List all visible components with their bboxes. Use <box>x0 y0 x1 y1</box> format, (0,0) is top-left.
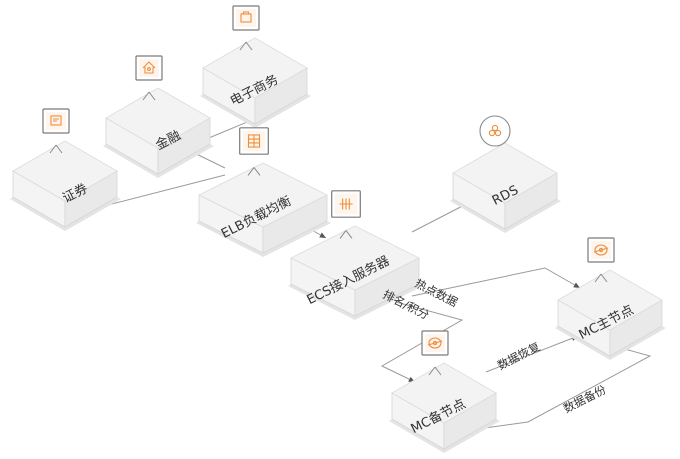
node-securities: 证券 <box>10 108 121 231</box>
box-top-face <box>452 142 558 204</box>
edge-mc-backup-restore-master <box>485 335 579 373</box>
shopping-bag-icon <box>232 5 260 51</box>
box-top-face <box>198 162 328 228</box>
database-circles-icon <box>479 115 511 147</box>
box-top-face <box>105 87 211 149</box>
grid-panel-icon <box>239 127 269 176</box>
box-top-face <box>290 225 420 291</box>
house-icon <box>135 55 163 101</box>
node-rds: RDS <box>450 115 561 233</box>
node-mc-master: MC主节点 <box>555 237 666 360</box>
node-finance: 金融 <box>103 55 214 178</box>
edge-ecs-to-mc-master <box>411 267 581 297</box>
edge-label-data-backup: 数据备份 <box>561 382 609 416</box>
edge-label-data-restore: 数据恢复 <box>495 339 543 373</box>
node-elb: ELB负载均衡 <box>196 127 331 257</box>
node-icon <box>421 330 449 376</box>
edge-mc-master-backup-backup <box>469 345 652 432</box>
document-icon <box>42 108 70 154</box>
box-top-face <box>391 362 497 424</box>
box-top-face <box>202 37 308 99</box>
server-bars-icon <box>331 190 361 239</box>
box-top-face <box>12 140 118 202</box>
node-ecommerce: 电子商务 <box>200 5 311 128</box>
node-icon <box>587 237 615 283</box>
box-top-face <box>557 269 663 331</box>
node-ecs: ECS接入服务器 <box>288 190 423 320</box>
node-mc-backup: MC备节点 <box>389 330 500 453</box>
